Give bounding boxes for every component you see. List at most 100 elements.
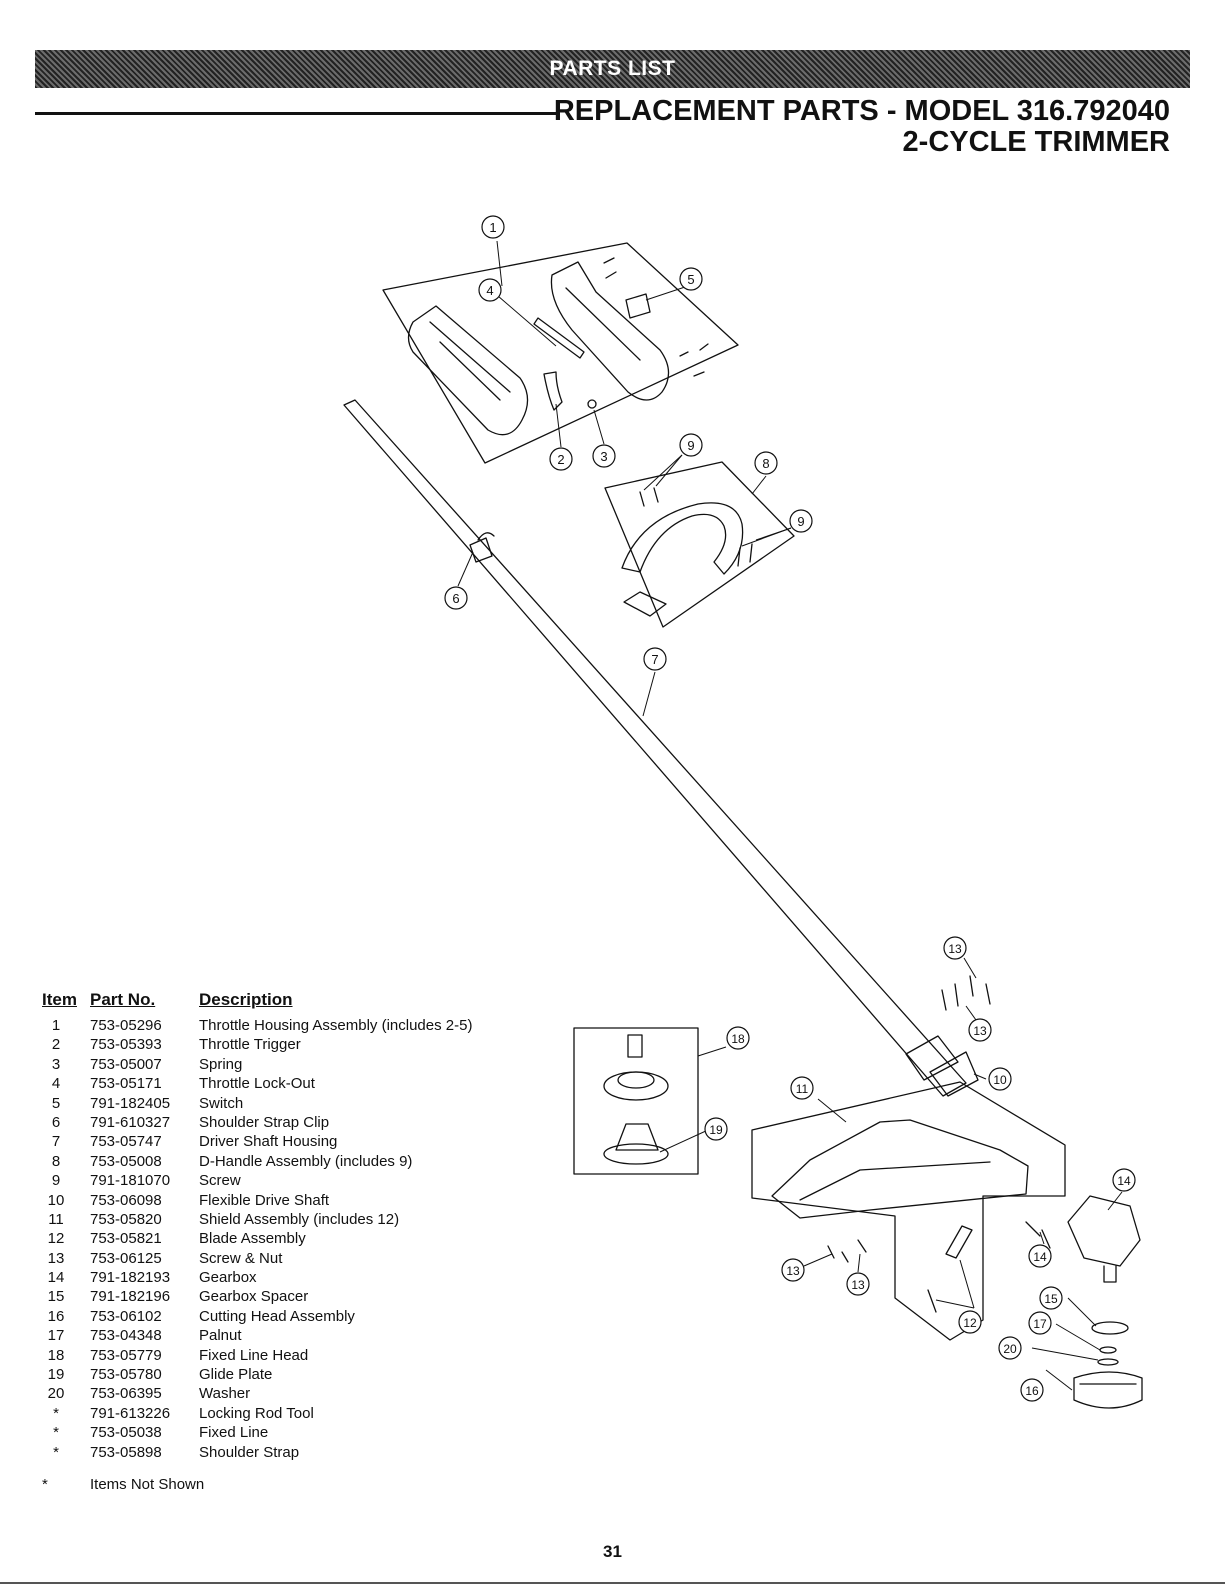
part-description: Screw & Nut	[199, 1249, 283, 1267]
callout-label: 18	[731, 1032, 745, 1046]
switch-part	[625, 293, 651, 319]
callout-4: 4	[478, 278, 502, 302]
callout-circle	[478, 278, 502, 302]
part-description: Blade Assembly	[199, 1230, 306, 1248]
callout-19: 19	[704, 1117, 728, 1141]
shield-part	[771, 1119, 1029, 1219]
washer-part	[1097, 1358, 1119, 1366]
part-number: 791-181070	[90, 1172, 171, 1190]
callout-label: 6	[452, 591, 459, 606]
callout-13: 13	[968, 1018, 992, 1042]
callout-1: 1	[481, 215, 505, 239]
callout-circle	[1039, 1286, 1063, 1310]
callout-label: 10	[993, 1073, 1007, 1087]
title-line-product: 2-CYCLE TRIMMER	[902, 126, 1170, 158]
fixed-line-head-box	[573, 1027, 699, 1175]
callout-label: 3	[600, 449, 607, 464]
callout-circle	[790, 1076, 814, 1100]
callout-circle	[704, 1117, 728, 1141]
part-number: 753-05821	[90, 1230, 162, 1248]
part-item-number: 20	[47, 1385, 65, 1403]
part-number: 753-05171	[90, 1075, 162, 1093]
part-number: 753-05747	[90, 1133, 162, 1151]
part-number: 753-05780	[90, 1366, 162, 1384]
part-item-number: *	[53, 1443, 59, 1461]
part-item-number: 2	[51, 1036, 61, 1054]
part-item-number: 14	[47, 1269, 65, 1287]
callout-circle	[754, 451, 778, 475]
part-number: 753-05779	[90, 1346, 162, 1364]
callout-14: 14	[1112, 1168, 1136, 1192]
callout-13: 13	[781, 1258, 805, 1282]
shoulder-strap-clip	[469, 537, 493, 563]
banner-label: PARTS LIST	[549, 57, 676, 80]
callout-label: 13	[786, 1264, 800, 1278]
part-description: Driver Shaft Housing	[199, 1133, 338, 1151]
callout-9: 9	[679, 433, 703, 457]
part-number: 753-04348	[90, 1327, 162, 1345]
callout-circle	[998, 1336, 1022, 1360]
title-rule	[35, 112, 560, 115]
shaft-coupler	[905, 1035, 959, 1081]
title-line-model: REPLACEMENT PARTS - MODEL 316.792040	[553, 95, 1170, 127]
part-item-number: 3	[51, 1055, 61, 1073]
gearbox-spacer-part	[1091, 1321, 1129, 1335]
cutting-head-part	[1073, 1371, 1143, 1409]
part-item-number: *	[53, 1404, 59, 1422]
callout-circle	[592, 444, 616, 468]
part-item-number: 8	[51, 1152, 61, 1170]
gearbox-part	[1067, 1195, 1141, 1267]
part-description: Glide Plate	[199, 1366, 273, 1384]
callout-label: 5	[687, 272, 694, 287]
table-row: 20 753-06395 Washer	[42, 1384, 562, 1403]
part-item-number: 1	[51, 1017, 61, 1034]
throttle-spring	[587, 399, 597, 409]
parts-list-banner: PARTS LIST	[35, 50, 1190, 88]
part-description: Throttle Trigger	[199, 1036, 301, 1054]
part-number: 753-05038	[90, 1424, 162, 1442]
blade-assembly-part	[945, 1225, 973, 1259]
callout-circle	[988, 1067, 1012, 1091]
callout-label: 2	[557, 452, 564, 467]
table-row: 4 753-05171 Throttle Lock-Out	[42, 1074, 562, 1093]
callout-label: 9	[687, 438, 694, 453]
callout-9: 9	[789, 509, 813, 533]
callout-6: 6	[444, 586, 468, 610]
part-description: Throttle Lock-Out	[199, 1075, 315, 1093]
part-item-number: 7	[51, 1133, 61, 1151]
callout-label: 16	[1025, 1384, 1039, 1398]
part-description: Locking Rod Tool	[199, 1404, 314, 1422]
callout-circle	[643, 647, 667, 671]
callout-3: 3	[592, 444, 616, 468]
part-item-number: 10	[47, 1191, 65, 1209]
callout-label: 13	[973, 1024, 987, 1038]
callout-circle	[679, 267, 703, 291]
part-description: Gearbox	[199, 1269, 257, 1287]
callout-16: 16	[1020, 1378, 1044, 1402]
part-item-number: *	[53, 1424, 59, 1442]
d-handle-part	[621, 502, 744, 575]
part-item-number: 4	[51, 1075, 61, 1093]
part-number: 753-05296	[90, 1017, 162, 1034]
callout-label: 9	[797, 514, 804, 529]
throttle-housing-panel	[382, 242, 739, 464]
footnote: *Items Not Shown	[42, 1476, 204, 1493]
d-handle-panel	[604, 461, 795, 628]
throttle-trigger	[543, 371, 563, 411]
part-description: Cutting Head Assembly	[199, 1307, 355, 1325]
callout-18: 18	[726, 1026, 750, 1050]
part-description: Washer	[199, 1385, 251, 1403]
part-number: 753-06102	[90, 1307, 162, 1325]
callout-label: 17	[1033, 1317, 1047, 1331]
part-number: 753-06395	[90, 1385, 162, 1403]
part-number: 753-06125	[90, 1249, 162, 1267]
part-number: 753-05393	[90, 1036, 162, 1054]
